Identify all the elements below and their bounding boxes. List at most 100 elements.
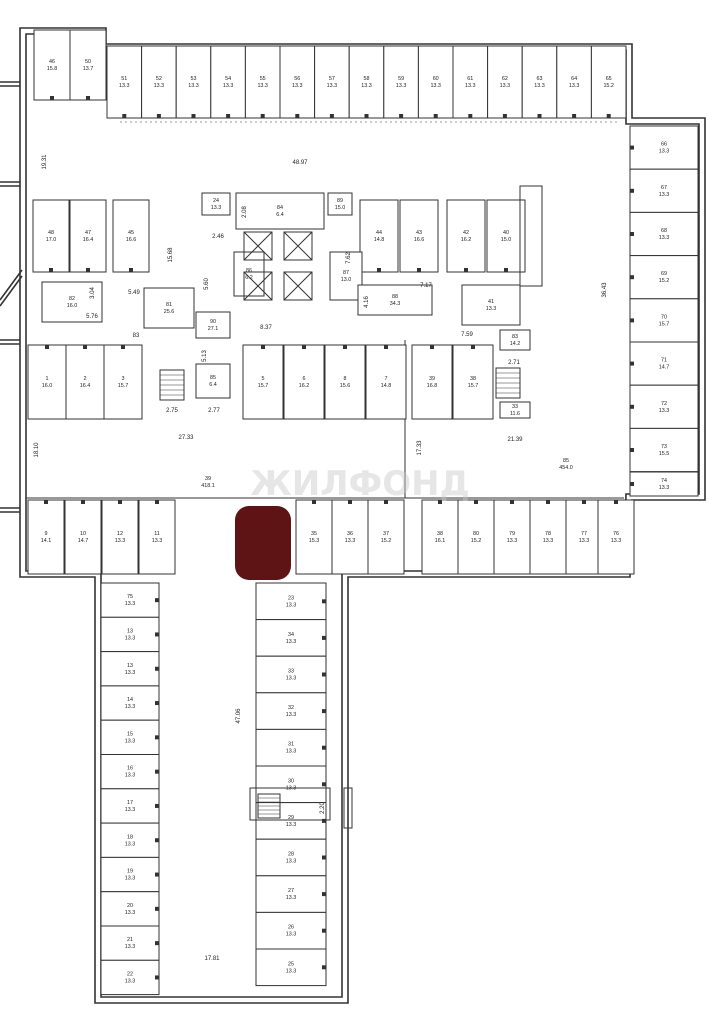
outlet-marker [322,855,326,860]
space-area: 16.6 [414,237,425,243]
space-number: 90 [210,319,216,325]
outlet-marker [364,114,369,118]
space-number: 57 [329,76,335,82]
dimension-label: 21.39 [507,437,523,443]
highlighted-space-marker [235,506,291,580]
space-area: 13.3 [125,635,136,641]
space-number: 40 [503,230,509,236]
outlet-marker [155,500,159,504]
elevator-shaft [283,271,313,301]
outlet-marker [630,275,634,280]
space-area: 13.3 [286,749,297,755]
space-number: 54 [225,76,231,82]
space-number: 17 [127,800,133,806]
svg-text:454.0: 454.0 [559,465,573,471]
dimension-label: 5.60 [204,278,210,290]
svg-text:39: 39 [205,476,211,482]
outlet-marker [155,735,159,740]
outlet-marker [630,188,634,193]
space-number: 78 [545,531,551,537]
space-area: 14.7 [659,365,670,371]
space-area: 13.3 [125,773,136,779]
space-number: 45 [128,230,134,236]
outlet-marker [86,268,90,272]
space-number: 71 [661,358,667,364]
outlet-marker [630,448,634,452]
dimension-label: 2.20 [320,802,326,814]
space-area: 13.3 [659,192,670,198]
outlet-marker [155,666,159,671]
space-area: 6.2 [245,275,253,281]
space-number: 2 [84,376,87,382]
space-number: 35 [311,531,317,537]
space-number: 65 [606,76,612,82]
dimension-label: 17.33 [417,440,423,456]
space-number: 85 [210,375,216,381]
space-number: 23 [288,595,294,601]
dimension-label: 7.17 [420,283,432,289]
outlet-marker [322,782,326,787]
outlet-marker [582,500,586,504]
space-area: 13.3 [286,895,297,901]
outlet-marker [322,745,326,750]
dimension-label: 2.71 [508,360,520,366]
space-area: 15.7 [659,321,670,327]
space-area: 13.3 [125,841,136,847]
parking-space: 116.0 [27,344,67,420]
space-number: 75 [127,594,133,600]
space-number: 36 [347,531,353,537]
space-number: 47 [85,230,91,236]
space-area: 13.3 [292,83,303,89]
space-area: 15.2 [471,538,482,544]
space-area: 13.3 [345,538,356,544]
space-area: 13.3 [125,601,136,607]
space-area: 15.3 [309,538,320,544]
space-area: 13.3 [125,944,136,950]
outlet-marker [468,114,473,118]
space-number: 18 [127,834,133,840]
space-area: 16.1 [435,538,446,544]
parking-space: 914.1 [27,499,65,575]
space-area: 13.3 [659,408,670,414]
space-number: 50 [85,59,91,65]
outlet-marker [322,709,326,714]
parking-space: 616.2 [283,344,325,420]
space-area: 13.3 [569,83,580,89]
dimension-label: 2.77 [208,408,220,414]
space-number: 9 [45,531,48,537]
dimension-label: 2.75 [166,408,178,414]
space-area: 16.6 [126,237,137,243]
space-number: 13 [127,663,133,669]
space-number: 1 [46,376,49,382]
stairwell [495,367,521,399]
outlet-marker [546,500,550,504]
space-area: 15.2 [381,538,392,544]
space-area: 13.3 [465,83,476,89]
outlet-marker [572,114,577,118]
space-area: 13.3 [125,704,136,710]
outlet-marker [606,114,611,118]
space-number: 67 [661,185,667,191]
space-number: 60 [433,76,439,82]
space-number: 7 [385,376,388,382]
space-number: 83 [512,334,518,340]
